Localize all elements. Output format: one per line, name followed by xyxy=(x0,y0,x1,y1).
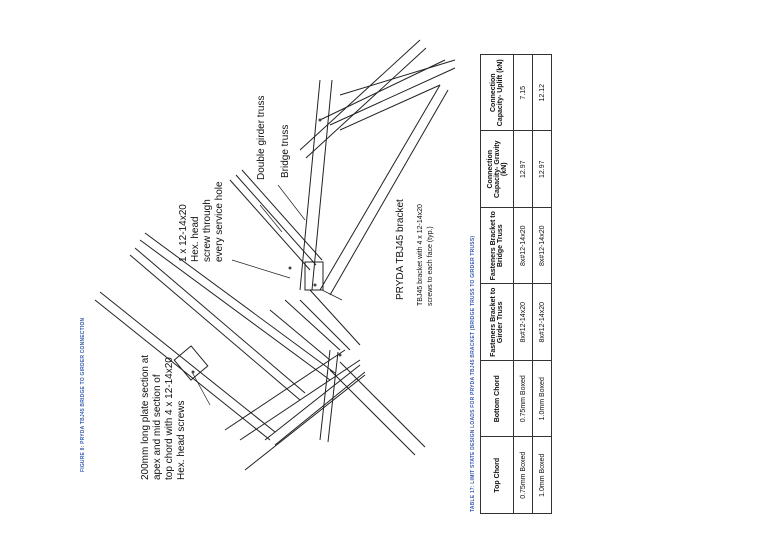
svg-text:200mm long plate section at: 200mm long plate section at xyxy=(140,355,151,480)
svg-text:Hex. head: Hex. head xyxy=(190,216,201,262)
table-cell: 8x#12-14x20 xyxy=(532,284,552,361)
annotation-tbj45-screws: TBJ45 bracket with 4 x 12-14x20 screws t… xyxy=(417,204,434,306)
svg-text:top chord with 4 x 12-14x20: top chord with 4 x 12-14x20 xyxy=(164,357,175,480)
col-header-fasteners-bridge: Fasteners Bracket to Bridge Truss xyxy=(480,207,514,284)
table-cell: 0.75mm Boxed xyxy=(513,360,533,437)
bottom-chord xyxy=(224,349,426,471)
table-cell: 12.97 xyxy=(532,131,552,208)
svg-text:Bridge truss: Bridge truss xyxy=(280,125,291,178)
svg-text:every service hole: every service hole xyxy=(214,181,225,262)
svg-text:screws to each face (typ.): screws to each face (typ.) xyxy=(427,226,434,306)
design-loads-table: Top Chord Bottom Chord Fasteners Bracket… xyxy=(480,54,552,514)
table-cell: 8x#12-14x20 xyxy=(532,207,552,284)
col-header-capacity-gravity: Connection Capacity- Gravity (kN) xyxy=(480,131,514,208)
col-header-top-chord: Top Chord xyxy=(480,437,514,514)
table-cell: 7.15 xyxy=(513,54,533,131)
table-row: 0.75mm Boxed 0.75mm Boxed 8x#12-14x20 8x… xyxy=(513,54,533,514)
col-header-capacity-uplift: Connection Capacity- Uplift (kN) xyxy=(480,54,514,131)
annotation-plate-section: 200mm long plate section at apex and mid… xyxy=(140,355,187,480)
table-cell: 0.75mm Boxed xyxy=(513,437,533,514)
bridge-truss-webs xyxy=(229,39,456,446)
leader-lines xyxy=(191,184,343,406)
svg-text:TBJ45 bracket with 4 x 12-14x2: TBJ45 bracket with 4 x 12-14x20 xyxy=(417,204,424,306)
table-header-row: Top Chord Bottom Chord Fasteners Bracket… xyxy=(480,54,514,514)
col-header-bottom-chord: Bottom Chord xyxy=(480,360,514,437)
svg-text:Hex. head screws: Hex. head screws xyxy=(176,401,187,480)
table-cell: 1.0mm Boxed xyxy=(532,360,552,437)
table-cell: 1.0mm Boxed xyxy=(532,437,552,514)
table-cell: 8x#12-14x20 xyxy=(513,284,533,361)
table-row: 1.0mm Boxed 1.0mm Boxed 8x#12-14x20 8x#1… xyxy=(532,54,552,514)
annotation-double-girder: Double girder truss xyxy=(256,96,267,180)
annotation-bridge-truss: Bridge truss xyxy=(280,125,291,178)
annotation-service-hole-screw: 1 x 12-14x20 Hex. head screw through eve… xyxy=(178,181,225,262)
table-cell: 12.97 xyxy=(513,131,533,208)
col-header-fasteners-girder: Fasteners Bracket to Girder Truss xyxy=(480,284,514,361)
double-girder-truss xyxy=(173,261,341,443)
svg-text:1 x 12-14x20: 1 x 12-14x20 xyxy=(178,204,189,262)
svg-text:apex and mid section of: apex and mid section of xyxy=(152,374,163,480)
table-cell: 12.12 xyxy=(532,54,552,131)
svg-text:PRYDA TBJ45 bracket: PRYDA TBJ45 bracket xyxy=(395,199,406,300)
top-chord-left xyxy=(94,232,336,441)
svg-text:Double girder truss: Double girder truss xyxy=(256,96,267,180)
annotation-tbj45-bracket: PRYDA TBJ45 bracket xyxy=(395,199,406,300)
svg-text:screw through: screw through xyxy=(202,199,213,262)
table-cell: 8x#12-14x20 xyxy=(513,207,533,284)
table-caption: TABLE 17: LIMIT STATE DESIGN LOADS FOR P… xyxy=(470,235,476,512)
